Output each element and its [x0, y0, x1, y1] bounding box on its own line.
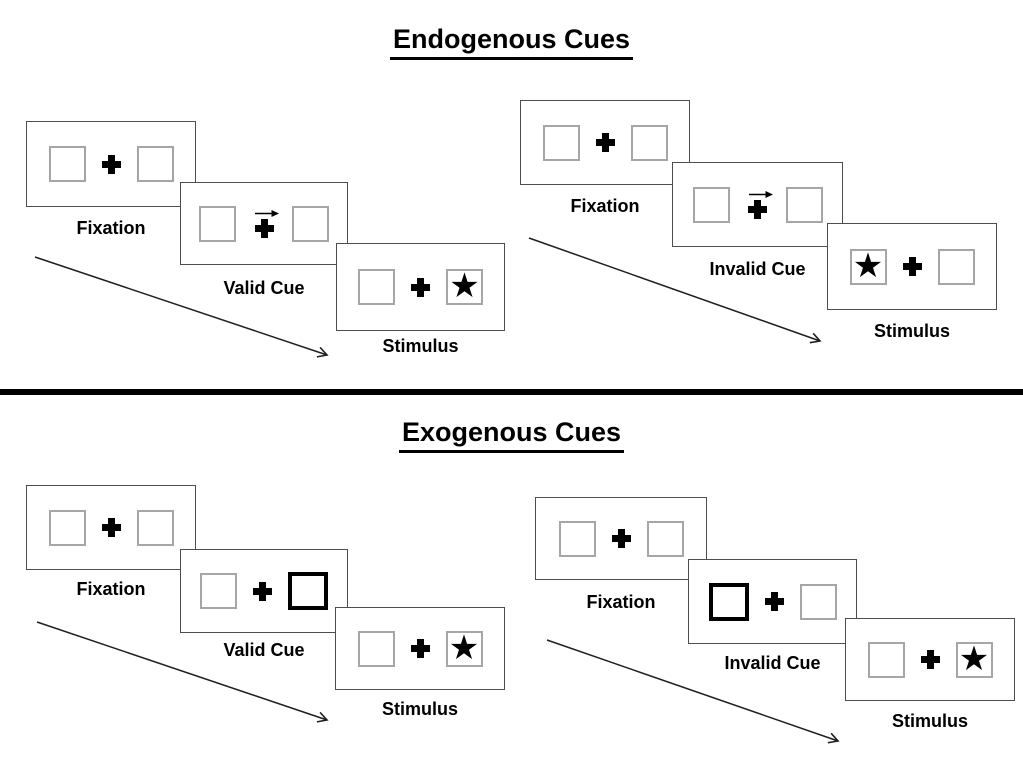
- endogenous-valid-stimulus-panel: ★: [336, 243, 505, 331]
- left-cue-box-thick: [708, 582, 749, 621]
- left-placeholder-box: [357, 630, 395, 667]
- exogenous-invalid-cue-label: Invalid Cue: [724, 653, 821, 673]
- right-placeholder-box: [646, 520, 684, 557]
- timeline-arrow-endogenous-invalid: [528, 237, 820, 341]
- exogenous-valid-stimulus-label: Stimulus: [381, 699, 458, 719]
- endogenous-valid-fixation-label: Fixation: [76, 218, 146, 238]
- endogenous-title-text: Endogenous Cues: [389, 24, 633, 60]
- endogenous-invalid-stimulus-label: Stimulus: [873, 321, 950, 341]
- left-placeholder-box: [199, 205, 236, 242]
- right-placeholder-box: [630, 124, 668, 161]
- fixation-cross-icon: [253, 581, 272, 601]
- left-placeholder-box: [867, 641, 905, 678]
- endogenous-valid-stimulus-label: Stimulus: [382, 336, 459, 356]
- exogenous-section-title: Exogenous Cues: [0, 417, 1023, 453]
- endogenous-valid-cue-label: Valid Cue: [223, 278, 305, 298]
- exogenous-title-text: Exogenous Cues: [398, 417, 625, 453]
- exogenous-valid-cue-panel: [180, 549, 348, 633]
- star-stimulus-icon: ★: [448, 627, 480, 668]
- exogenous-valid-fixation-panel: [26, 485, 196, 570]
- exogenous-valid-fixation-label: Fixation: [76, 579, 146, 599]
- right-target-box: ★: [445, 627, 483, 668]
- right-cue-box-thick: [288, 572, 328, 610]
- fixation-cross-icon: [920, 650, 940, 669]
- right-placeholder-box: [292, 205, 329, 242]
- fixation-cross-icon: [411, 277, 430, 297]
- exogenous-invalid-stimulus-label: Stimulus: [891, 711, 968, 731]
- right-target-box: ★: [955, 638, 993, 679]
- endogenous-valid-cue-panel: [180, 182, 348, 265]
- fixation-cross-icon: [101, 518, 121, 537]
- star-stimulus-icon: ★: [449, 266, 480, 306]
- right-placeholder-box: [136, 146, 174, 182]
- star-stimulus-icon: ★: [958, 638, 990, 679]
- endogenous-section-title: Endogenous Cues: [0, 24, 1023, 60]
- central-cue: [746, 190, 773, 219]
- fixation-cross-icon: [611, 529, 631, 548]
- right-arrow-cue-icon: [748, 191, 773, 198]
- endogenous-valid-fixation-panel: [26, 121, 196, 207]
- right-target-box: ★: [446, 269, 483, 305]
- right-placeholder-box: [785, 186, 823, 223]
- left-placeholder-box: [558, 520, 596, 557]
- left-placeholder-box: [692, 186, 730, 223]
- star-stimulus-icon: ★: [852, 245, 884, 286]
- fixation-cross-icon: [595, 133, 615, 152]
- exogenous-invalid-stimulus-panel: ★: [845, 618, 1015, 701]
- left-placeholder-box: [200, 573, 237, 609]
- exogenous-invalid-fixation-label: Fixation: [586, 592, 656, 612]
- exogenous-invalid-cue-panel: [688, 559, 857, 644]
- section-divider: [0, 389, 1023, 395]
- exogenous-invalid-fixation-panel: [535, 497, 707, 580]
- right-placeholder-box: [136, 509, 174, 546]
- endogenous-invalid-fixation-panel: [520, 100, 690, 185]
- timeline-arrow-exogenous-valid: [36, 621, 327, 720]
- left-target-box: ★: [849, 245, 887, 286]
- endogenous-invalid-fixation-label: Fixation: [570, 196, 640, 216]
- left-placeholder-box: [542, 124, 580, 161]
- endogenous-invalid-stimulus-panel: ★: [827, 223, 997, 310]
- left-placeholder-box: [358, 269, 395, 305]
- left-placeholder-box: [48, 146, 86, 182]
- endogenous-invalid-cue-panel: [672, 162, 843, 247]
- fixation-cross-icon: [902, 257, 922, 276]
- fixation-cross-icon: [101, 154, 121, 174]
- timeline-arrow-endogenous-valid: [34, 256, 327, 355]
- exogenous-valid-cue-label: Valid Cue: [223, 640, 305, 660]
- exogenous-valid-stimulus-panel: ★: [335, 607, 505, 690]
- right-arrow-cue-icon: [255, 210, 279, 217]
- fixation-cross-icon: [748, 200, 767, 219]
- fixation-cross-icon: [410, 639, 430, 658]
- right-placeholder-box: [937, 248, 975, 285]
- fixation-cross-icon: [764, 592, 784, 611]
- fixation-cross-icon: [254, 219, 274, 238]
- right-placeholder-box: [799, 583, 837, 620]
- left-placeholder-box: [48, 509, 86, 546]
- endogenous-invalid-cue-label: Invalid Cue: [709, 259, 806, 279]
- central-cue: [252, 209, 279, 238]
